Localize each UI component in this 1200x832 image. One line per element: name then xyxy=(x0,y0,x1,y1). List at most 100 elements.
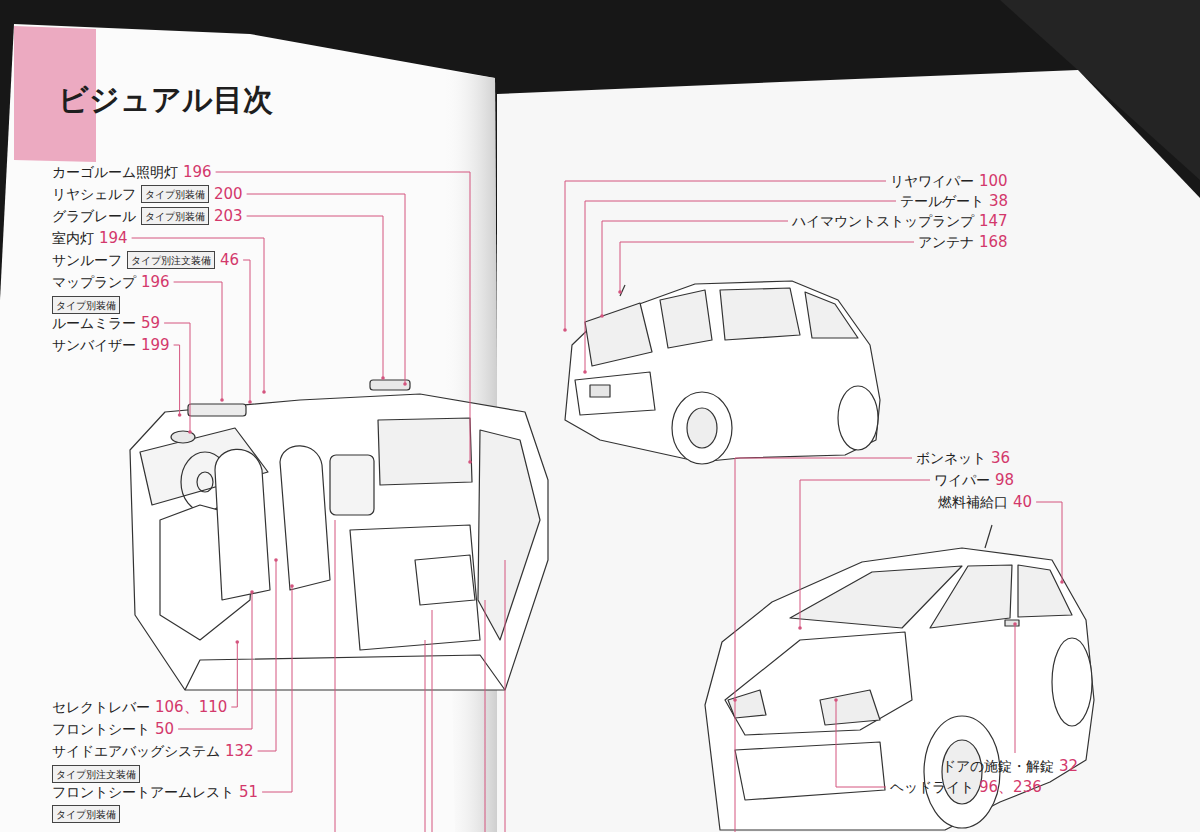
part-name: マップランプ xyxy=(52,273,136,291)
rear-car xyxy=(565,281,880,464)
part-name: ドアの施錠・解錠 xyxy=(942,757,1054,775)
callout-row: ヘッドライト96、236 xyxy=(890,778,1042,796)
callout-row: タイプ別装備 xyxy=(52,296,120,314)
leader-line xyxy=(243,260,250,402)
part-name: ボンネット xyxy=(916,449,986,467)
leader-dot xyxy=(188,430,192,434)
tag-text: タイプ別装備 xyxy=(145,211,205,222)
page-number: 46 xyxy=(220,251,239,269)
leader-line xyxy=(1036,502,1062,582)
leader-dot xyxy=(235,640,239,644)
page-number: 96、236 xyxy=(979,778,1042,796)
callout-row: 室内灯 194 xyxy=(52,229,128,247)
part-name: フロントシート xyxy=(52,720,150,738)
part-name: サイドエアバッグシステム xyxy=(52,742,220,760)
leader-line xyxy=(216,172,470,462)
part-name: 室内灯 xyxy=(52,229,94,247)
part-name: ルームミラー xyxy=(52,314,136,332)
right-page xyxy=(497,70,1200,832)
page-number: 59 xyxy=(141,314,160,332)
leader-line xyxy=(247,216,383,378)
callout-row: ボンネット 36 xyxy=(916,449,1010,467)
front-car xyxy=(705,525,1094,830)
leader-line xyxy=(1015,624,1016,753)
leader-dot xyxy=(290,584,294,588)
callout-row: サンルーフタイプ別注文装備 46 xyxy=(52,251,239,269)
part-name: 燃料補給口 xyxy=(938,493,1008,511)
page-number: 196 xyxy=(141,273,170,291)
callout-row: アンテナ 168 xyxy=(918,233,1008,251)
page-number: 50 xyxy=(155,720,174,738)
leader-dot xyxy=(834,698,838,702)
callout-row: セレクトレバー 106、110 xyxy=(52,698,227,716)
tag-text: タイプ別注文装備 xyxy=(131,255,211,266)
leader-dot xyxy=(600,314,604,318)
leader-dot xyxy=(468,460,472,464)
part-name: リヤシェルフ xyxy=(52,185,136,203)
leader-dot xyxy=(563,328,567,332)
page-number: 147 xyxy=(979,212,1008,230)
part-name: サンルーフ xyxy=(52,251,122,269)
leader-dot xyxy=(250,590,254,594)
leader-line xyxy=(247,194,405,384)
callout-row: グラブレールタイプ別装備203 xyxy=(52,207,243,225)
leader-dot xyxy=(262,390,266,394)
page-number: 194 xyxy=(99,229,128,247)
callout-row: フロントシートアームレスト51 xyxy=(52,783,258,801)
page-number: 98 xyxy=(995,471,1014,489)
page-title: ビジュアル目次 xyxy=(58,80,273,121)
callout-row: タイプ別注文装備 xyxy=(52,765,140,783)
callout-row: 燃料補給口 40 xyxy=(938,493,1032,511)
leader-dot xyxy=(248,400,252,404)
leader-dot xyxy=(618,290,622,294)
leader-line xyxy=(258,560,276,751)
leader-dot xyxy=(798,626,802,630)
callout-row: カーゴルーム照明灯 196 xyxy=(52,163,212,181)
leader-dot xyxy=(733,698,737,702)
page-number: 168 xyxy=(979,233,1008,251)
leader-dot xyxy=(220,398,224,402)
part-name: リヤワイパー xyxy=(890,172,974,190)
leader-line xyxy=(262,586,292,792)
part-name: セレクトレバー xyxy=(52,698,150,716)
page-number: 32 xyxy=(1059,757,1078,775)
page-number: 132 xyxy=(225,742,254,760)
tag-text: タイプ別装備 xyxy=(145,189,205,200)
part-name: ハイマウントストップランプ xyxy=(792,212,974,230)
callout-row: ルームミラー 59 xyxy=(52,314,160,332)
page-number: 51 xyxy=(239,783,258,801)
leader-dot xyxy=(381,376,385,380)
equipment-tag: タイプ別装備 xyxy=(141,207,209,225)
callout-row: フロントシート 50 xyxy=(52,720,174,738)
callout-row: リヤシェルフタイプ別装備 200 xyxy=(52,185,243,203)
leader-dot xyxy=(178,413,182,417)
leader-line xyxy=(836,700,886,787)
callout-row: ドアの施錠・解錠 32 xyxy=(942,757,1078,775)
page-number: 200 xyxy=(214,185,243,203)
part-name: カーゴルーム照明灯 xyxy=(52,163,178,181)
page-number: 38 xyxy=(989,192,1008,210)
page-number: 106、110 xyxy=(155,698,227,716)
equipment-tag: タイプ別装備 xyxy=(52,805,120,823)
callout-row: タイプ別装備 xyxy=(52,805,120,823)
part-name: サンバイザー xyxy=(52,336,136,354)
leader-dot xyxy=(403,382,407,386)
leader-line xyxy=(602,221,788,316)
page-number: 196 xyxy=(183,163,212,181)
tag-text: タイプ別装備 xyxy=(56,300,116,311)
callout-row: ハイマウントストップランプ 147 xyxy=(792,212,1008,230)
callout-row: テールゲート 38 xyxy=(900,192,1008,210)
leader-dot xyxy=(1013,622,1017,626)
leader-line xyxy=(620,242,914,292)
part-name: アンテナ xyxy=(918,233,974,251)
part-name: グラブレール xyxy=(52,207,136,225)
page-number: 36 xyxy=(991,449,1010,467)
leader-line xyxy=(174,345,180,415)
equipment-tag: タイプ別装備 xyxy=(141,185,209,203)
part-name: テールゲート xyxy=(900,192,984,210)
page-number: 100 xyxy=(979,172,1008,190)
page-number: 40 xyxy=(1013,493,1032,511)
leader-line xyxy=(565,181,886,330)
leader-line xyxy=(174,282,222,400)
